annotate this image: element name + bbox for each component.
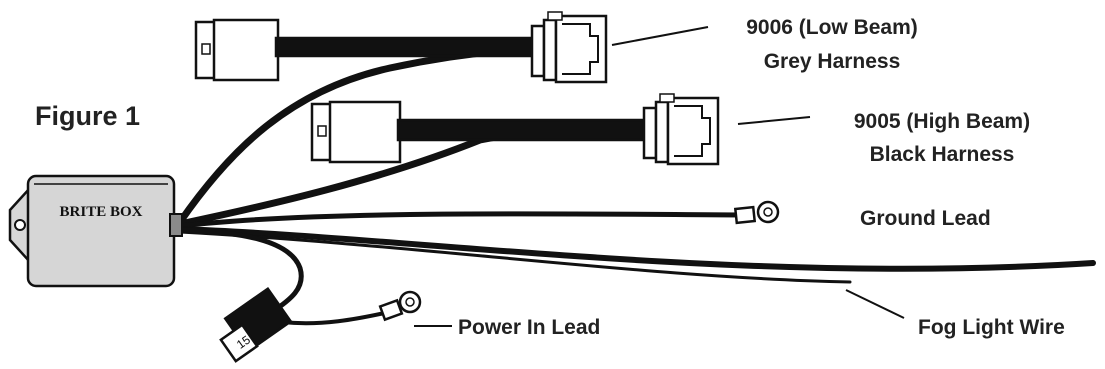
high-beam-plug-body <box>328 100 402 164</box>
high-beam-socket-clip <box>674 105 711 157</box>
power-ring-wire <box>280 308 400 326</box>
low-beam-plug-tab <box>201 43 211 55</box>
wires <box>176 44 1096 326</box>
box-body <box>26 174 176 288</box>
low-beam-cable-sleeve <box>274 36 538 58</box>
high-beam-socket-tab <box>659 93 675 103</box>
low-beam-socket-flange2 <box>542 18 558 82</box>
low-beam-socket-tab <box>547 11 563 21</box>
low-beam-label-line1: 9006 (Low Beam) <box>746 16 918 39</box>
ground-lead-wire <box>177 211 745 229</box>
high-beam-label-line2: Black Harness <box>870 143 1015 166</box>
low-beam-leader <box>611 26 709 46</box>
power-in-wire <box>179 227 304 315</box>
ground-ring-hole <box>763 207 773 217</box>
low-beam-harness <box>194 11 608 84</box>
fog-light-wire-label: Fog Light Wire <box>918 316 1065 339</box>
mounting-hole <box>14 219 26 231</box>
power-fuse-holder: 15 <box>219 286 293 363</box>
high-beam-leader <box>737 116 811 125</box>
leader-lines <box>414 26 905 327</box>
low-beam-socket-clip <box>562 23 599 75</box>
high-beam-label-line1: 9005 (High Beam) <box>854 110 1030 133</box>
high-beam-socket-flange <box>642 106 658 160</box>
power-ring-hole <box>405 297 415 307</box>
high-beam-plug-tab <box>317 125 327 137</box>
low-beam-plug-body <box>212 18 280 82</box>
high-beam-cable-sleeve <box>396 118 650 142</box>
fog-wire-leader <box>845 289 905 319</box>
power-crimp <box>378 298 404 322</box>
ground-crimp <box>733 205 757 225</box>
high-beam-harness <box>310 93 720 166</box>
low-beam-socket-flange <box>530 24 546 78</box>
thin-wire <box>178 230 852 284</box>
low-beam-socket-body <box>554 14 608 84</box>
labels: Figure 1 9006 (Low Beam) Grey Harness 90… <box>35 16 1065 339</box>
fog-light-wire <box>177 226 1096 272</box>
high-beam-socket-flange2 <box>654 100 670 164</box>
fuse-blade <box>219 323 259 363</box>
power-ring-terminal <box>378 290 422 322</box>
power-in-lead-label: Power In Lead <box>458 316 600 339</box>
low-beam-label-line2: Grey Harness <box>764 50 901 73</box>
brite-box-module: BRITE BOX <box>8 174 183 288</box>
box-label: BRITE BOX <box>60 204 143 220</box>
figure-title: Figure 1 <box>35 101 140 131</box>
box-cable-grommet <box>169 213 183 237</box>
ground-lead-label: Ground Lead <box>860 207 991 230</box>
ground-ring-terminal <box>733 200 780 225</box>
